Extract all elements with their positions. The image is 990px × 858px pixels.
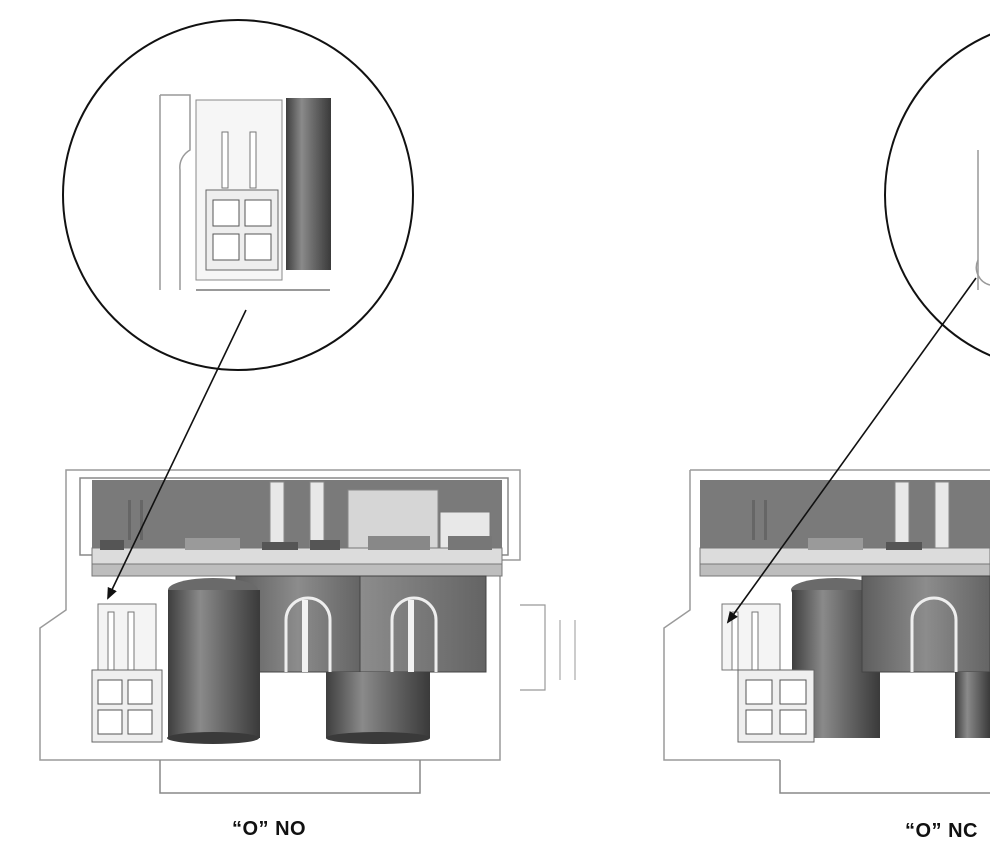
right-device (663, 469, 990, 794)
right-callout-arrow (726, 277, 977, 624)
right-magnifier (884, 20, 990, 370)
left-callout-arrow (107, 309, 247, 600)
left-magnifier (62, 19, 414, 371)
left-device (39, 469, 576, 794)
caption-normally-closed: “O” NC (905, 820, 978, 842)
caption-normally-open: “O” NO (232, 818, 307, 840)
